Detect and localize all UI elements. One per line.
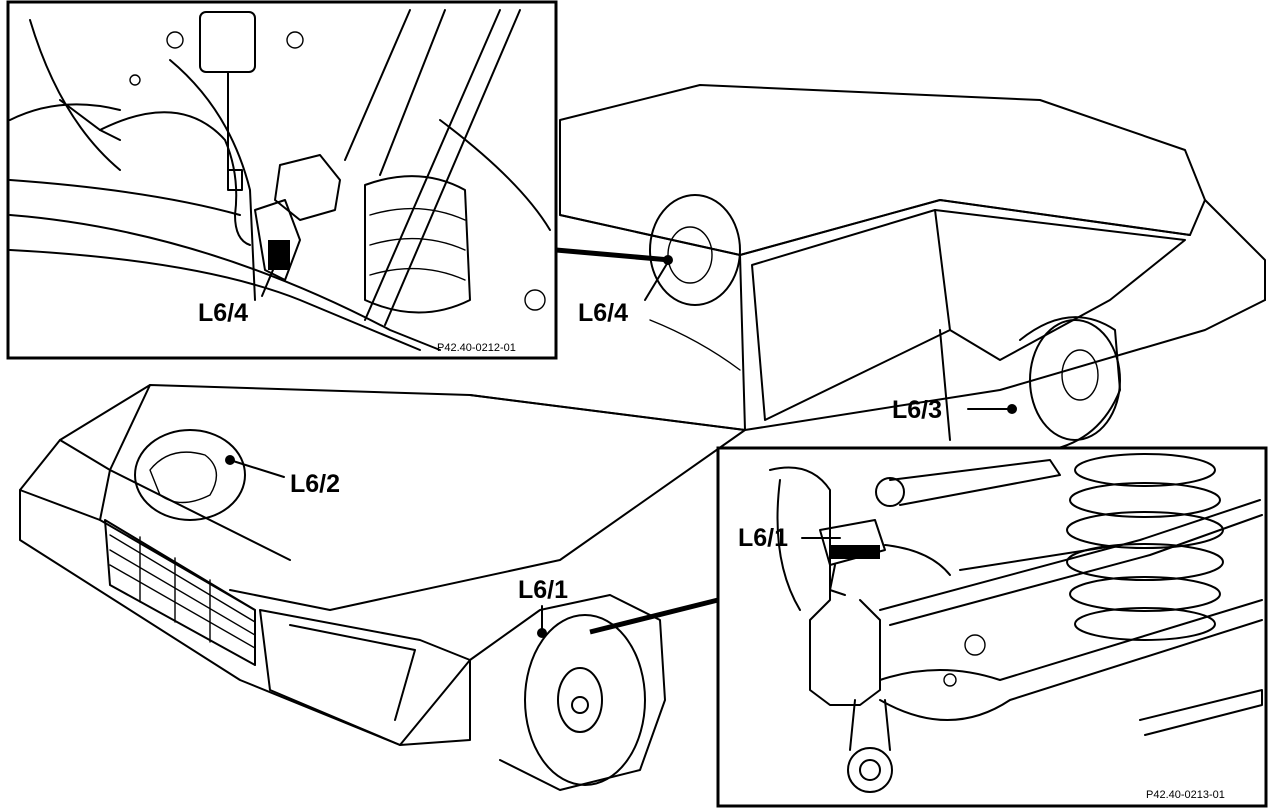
inset-top-label: L6/4	[198, 299, 248, 327]
inset-bottom: L6/1 P42.40-0213-01	[716, 446, 1268, 808]
label-l6-3: L6/3	[892, 396, 942, 424]
inset-top: L6/4 P42.40-0212-01	[6, 0, 558, 360]
inset-bottom-artwork	[769, 453, 1263, 793]
inset-bottom-pointer	[589, 597, 719, 635]
label-l6-1: L6/1	[518, 576, 568, 604]
callout-rear-left: L6/4	[578, 255, 673, 327]
label-l6-4: L6/4	[578, 299, 628, 327]
callout-front-left: L6/2	[225, 455, 340, 498]
inset-top-artwork	[9, 9, 551, 351]
inset-top-code: P42.40-0212-01	[437, 342, 516, 354]
callout-rear-right: L6/3	[892, 396, 1017, 424]
label-l6-2: L6/2	[290, 470, 340, 498]
inset-bottom-code: P42.40-0213-01	[1146, 789, 1225, 801]
car-outline	[19, 84, 1266, 791]
inset-top-pointer	[555, 247, 671, 263]
inset-bottom-label: L6/1	[738, 524, 788, 552]
callout-front-right: L6/1	[518, 576, 568, 638]
